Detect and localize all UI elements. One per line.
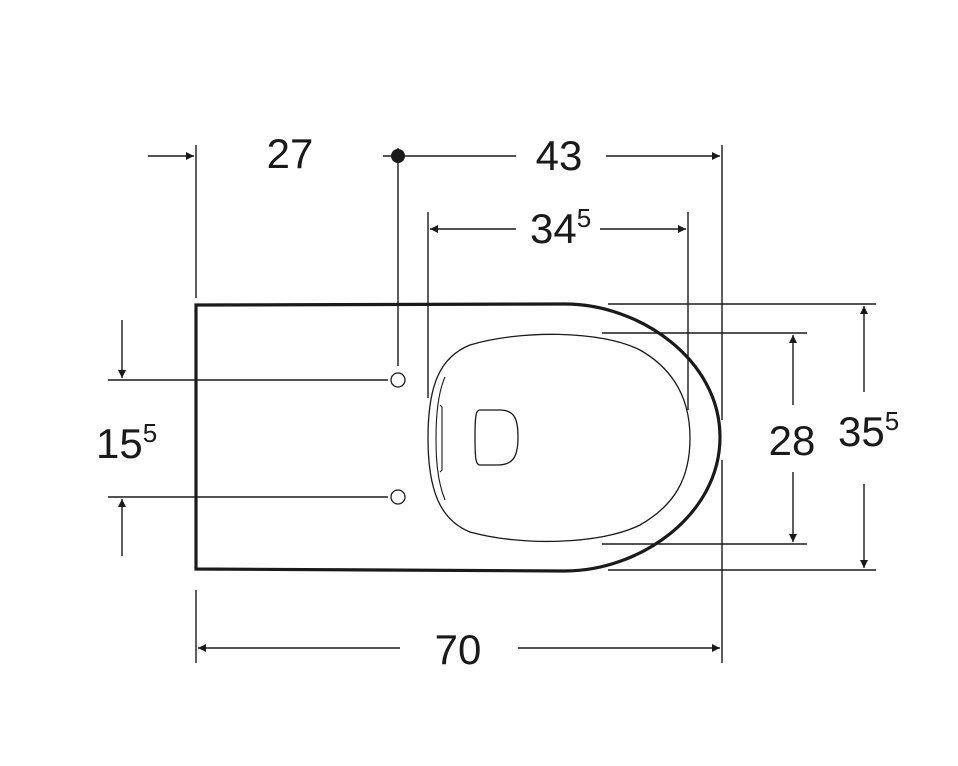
seat-hinge-bracket [439, 404, 443, 473]
dimension-label-28: 28 [769, 417, 816, 464]
seat-outline [427, 333, 691, 543]
dimension-label-70: 70 [435, 626, 482, 673]
seat-hinge-detail [435, 376, 446, 501]
fixing-hole-top [390, 372, 406, 388]
toilet-body-outline [194, 302, 722, 573]
extension-lines [108, 145, 876, 663]
dimension-27: 27 [148, 130, 313, 177]
dimension-label-43: 43 [536, 132, 583, 179]
dimension-label-35-5: 355 [838, 406, 899, 455]
dimension-43: 43 [383, 132, 720, 179]
fixing-hole-bottom [390, 489, 406, 505]
dimension-label-27: 27 [267, 130, 314, 177]
flush-cutout [474, 409, 519, 466]
dimension-35-5: 355 [838, 306, 899, 568]
dimension-label-15-5: 155 [96, 418, 157, 467]
dimension-70: 70 [198, 626, 720, 673]
dimension-28: 28 [769, 335, 816, 542]
dimension-15-5: 155 [96, 320, 157, 556]
dimension-label-34-5: 345 [530, 203, 591, 252]
dimension-34-5: 345 [430, 203, 686, 252]
